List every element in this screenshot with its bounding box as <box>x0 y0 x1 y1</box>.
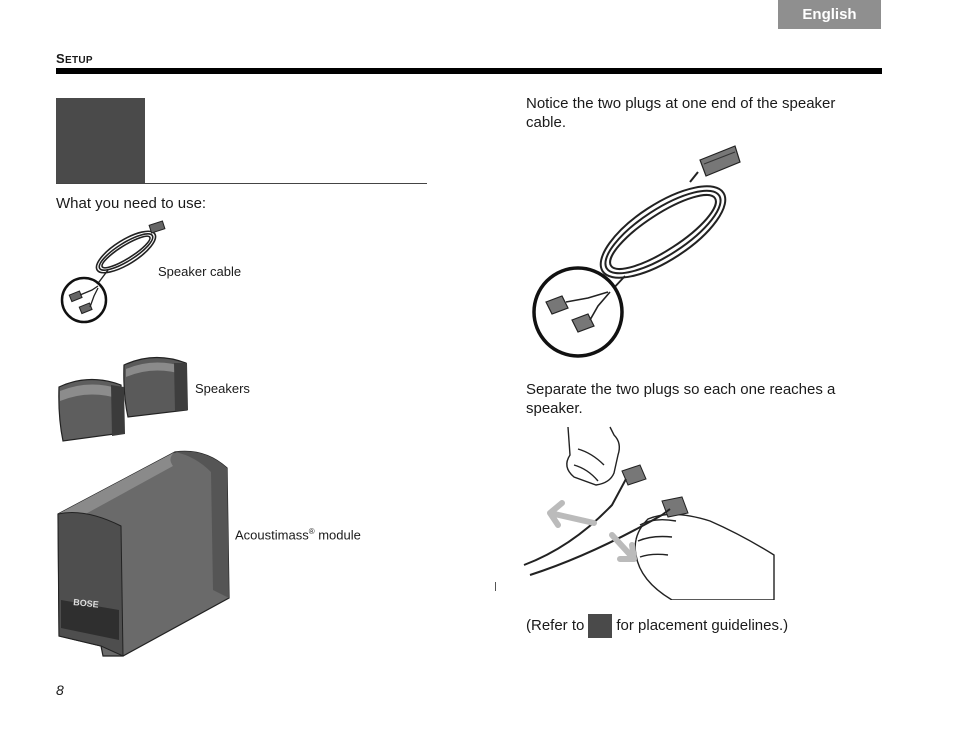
refer-prefix: (Refer to <box>526 616 585 634</box>
section-title-initial: S <box>56 51 65 66</box>
stray-mark <box>495 582 496 591</box>
hands-separating-plugs-illustration <box>523 426 775 600</box>
refer-suffix: for placement guidelines.) <box>616 616 789 634</box>
refer-placement-text: (Refer to for placement guidelines.) <box>526 614 788 638</box>
section-title-rest: ETUP <box>64 55 93 66</box>
header-rule <box>56 68 882 74</box>
page-number: 8 <box>56 682 64 698</box>
intro-text: What you need to use: <box>56 195 207 212</box>
speaker-cable-label: Speaker cable <box>158 264 242 279</box>
speaker-cable-small-illustration <box>60 220 166 324</box>
module-name: Acoustimass <box>235 527 309 543</box>
language-tab-english[interactable]: English <box>778 0 881 29</box>
speakers-label: Speakers <box>195 381 250 396</box>
svg-text:BOSE: BOSE <box>73 597 99 610</box>
section-title: SETUP <box>56 51 93 66</box>
module-suffix: module <box>314 527 361 543</box>
speaker-cable-large-illustration <box>532 145 741 358</box>
acoustimass-module-illustration: BOSE <box>57 450 230 657</box>
section-divider <box>56 183 427 184</box>
step-graphic-box <box>56 98 145 184</box>
acoustimass-module-label: Acoustimass® module <box>235 527 361 542</box>
registered-mark: ® <box>308 527 315 536</box>
plugs-notice-text: Notice the two plugs at one end of the s… <box>526 95 836 131</box>
speakers-illustration <box>58 356 188 442</box>
separate-plugs-text: Separate the two plugs so each one reach… <box>526 381 836 417</box>
reference-graphic-box <box>588 614 613 638</box>
